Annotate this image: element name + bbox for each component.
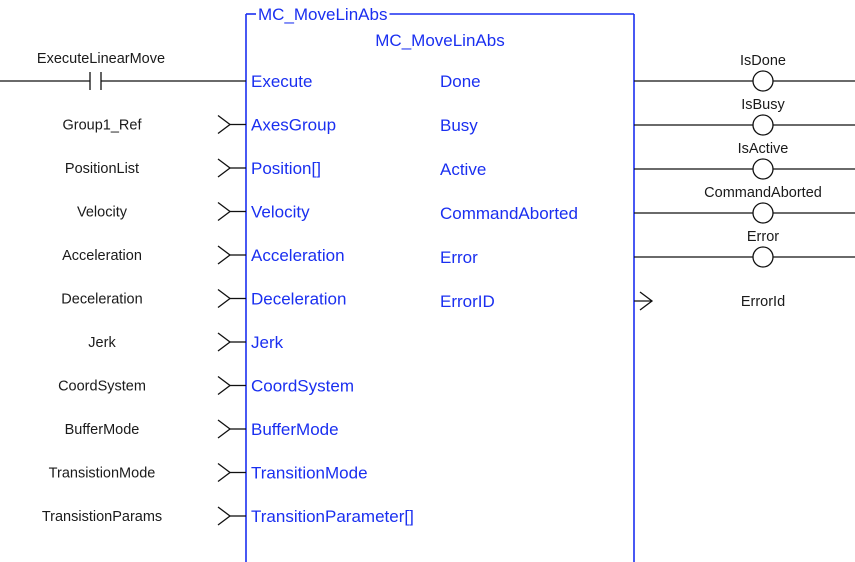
pin-label-coordsystem: CoordSystem [251, 377, 354, 396]
input-arrow-icon [217, 332, 232, 352]
input-transitionmode[interactable]: TransitionMode TransistionMode [49, 462, 368, 483]
pin-label-transitionmode: TransitionMode [251, 464, 368, 483]
output-busy[interactable]: Busy IsBusy [440, 97, 855, 136]
input-buffermode[interactable]: BufferMode BufferMode [65, 419, 339, 439]
pin-label-busy: Busy [440, 116, 478, 135]
input-acceleration[interactable]: Acceleration Acceleration [62, 245, 345, 265]
input-arrow-icon [217, 419, 232, 439]
variable-label-transistionparams[interactable]: TransistionParams [42, 509, 162, 525]
pin-label-buffermode: BufferMode [251, 420, 339, 439]
variable-label-error[interactable]: Error [747, 229, 779, 245]
coil-icon [752, 158, 774, 180]
input-arrow-icon [217, 245, 232, 265]
output-errorid[interactable]: ErrorID ErrorId [440, 291, 785, 311]
pin-label-commandaborted: CommandAborted [440, 204, 578, 223]
input-arrow-icon [217, 158, 232, 178]
pin-label-error: Error [440, 248, 478, 267]
variable-label-isbusy[interactable]: IsBusy [741, 97, 785, 113]
output-done[interactable]: Done IsDone [440, 53, 855, 92]
pin-label-acceleration: Acceleration [251, 246, 345, 265]
function-block[interactable]: MC_MoveLinAbs MC_MoveLinAbs [245, 5, 635, 562]
pin-label-transitionparameter: TransitionParameter[] [251, 507, 414, 526]
coil-icon [752, 114, 774, 136]
pin-label-execute: Execute [251, 72, 312, 91]
variable-label-group1-ref[interactable]: Group1_Ref [63, 118, 143, 134]
input-transitionparameter[interactable]: TransitionParameter[] TransistionParams [42, 506, 414, 526]
input-deceleration[interactable]: Deceleration Deceleration [61, 288, 346, 309]
coil-icon [752, 202, 774, 224]
pin-label-velocity: Velocity [251, 203, 310, 222]
input-execute[interactable]: Execute ExecuteLinearMove [0, 51, 312, 91]
input-arrow-icon [217, 201, 232, 222]
pin-label-jerk: Jerk [251, 333, 284, 352]
variable-label-buffermode[interactable]: BufferMode [65, 422, 140, 438]
input-arrow-icon [217, 375, 232, 396]
input-arrow-icon [217, 288, 232, 309]
variable-label-errorid[interactable]: ErrorId [741, 294, 785, 310]
variable-label-isactive[interactable]: IsActive [738, 141, 789, 157]
coil-icon [752, 70, 774, 92]
variable-label-deceleration[interactable]: Deceleration [61, 292, 142, 308]
input-position[interactable]: Position[] PositionList [65, 158, 321, 178]
output-arrow-icon [639, 291, 654, 311]
output-active[interactable]: Active IsActive [440, 141, 855, 180]
input-arrow-icon [217, 114, 232, 135]
variable-label-isdone[interactable]: IsDone [740, 53, 786, 69]
variable-label-jerk[interactable]: Jerk [88, 335, 116, 351]
input-velocity[interactable]: Velocity Velocity [77, 201, 310, 222]
input-coordsystem[interactable]: CoordSystem CoordSystem [58, 375, 354, 396]
input-jerk[interactable]: Jerk Jerk [88, 332, 284, 352]
pin-label-active: Active [440, 160, 486, 179]
variable-label-executelinearmove[interactable]: ExecuteLinearMove [37, 51, 165, 67]
pin-label-position: Position[] [251, 159, 321, 178]
pin-label-deceleration: Deceleration [251, 290, 346, 309]
block-type-name: MC_MoveLinAbs [375, 31, 504, 50]
variable-label-positionlist[interactable]: PositionList [65, 161, 139, 177]
block-instance-name[interactable]: MC_MoveLinAbs [258, 5, 387, 24]
pin-label-axesgroup: AxesGroup [251, 116, 336, 135]
input-axesgroup[interactable]: AxesGroup Group1_Ref [63, 114, 337, 135]
pin-label-errorid: ErrorID [440, 292, 495, 311]
variable-label-commandaborted[interactable]: CommandAborted [704, 185, 822, 201]
input-arrow-icon [217, 506, 232, 526]
variable-label-coordsystem[interactable]: CoordSystem [58, 379, 146, 395]
coil-icon [752, 246, 774, 268]
pin-label-done: Done [440, 72, 481, 91]
variable-label-transistionmode[interactable]: TransistionMode [49, 466, 156, 482]
input-arrow-icon [217, 462, 232, 483]
variable-label-velocity[interactable]: Velocity [77, 205, 128, 221]
variable-label-acceleration[interactable]: Acceleration [62, 248, 142, 264]
